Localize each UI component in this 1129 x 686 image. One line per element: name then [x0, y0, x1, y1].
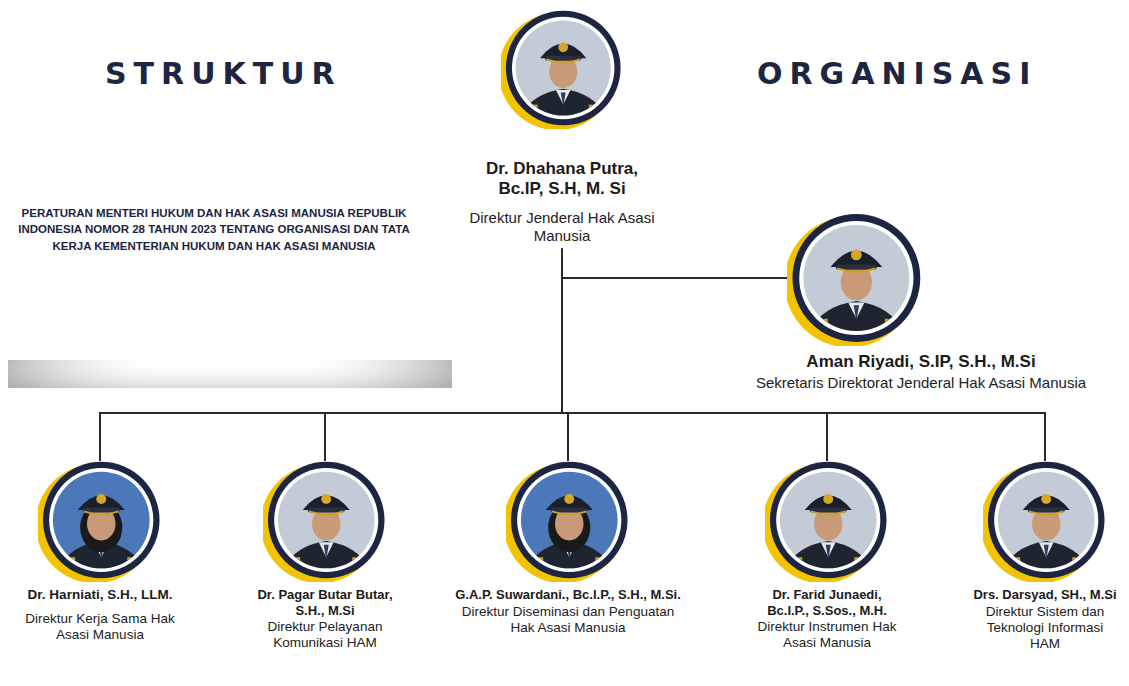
position-title: Direktur Sistem dan Teknologi Informasi … [970, 604, 1120, 653]
portrait-frame [765, 458, 889, 582]
portrait-photo [983, 458, 1107, 582]
person-node: Dr. Harniati, S.H., LLM. Direktur Kerja S… [10, 458, 190, 644]
position-title: Direktur Kerja Sama Hak Asasi Manusia [15, 611, 185, 643]
portrait-frame [263, 458, 387, 582]
portrait-frame [38, 458, 162, 582]
portrait-circle [983, 458, 1107, 582]
shade-bar [8, 360, 452, 388]
position-title: Direktur Instrumen Hak Asasi Manusia [752, 619, 902, 651]
person-name: Dr. Farid Junaedi, Bc.I.P., S.Sos., M.H. [752, 587, 902, 618]
portrait-photo [787, 210, 923, 346]
portrait-frame [506, 458, 630, 582]
person-node: Dr. Dhahana Putra, Bc.IP, S.H, M. Si Dire… [392, 7, 732, 245]
position-title: Direktur Pelayanan Komunikasi HAM [250, 619, 400, 651]
title-word: ORGANISASI [757, 56, 1037, 91]
person-name: G.A.P. Suwardani., Bc.I.P., S.H., M.Si. [448, 587, 688, 603]
portrait-circle [263, 458, 387, 582]
position-title: Direktur Diseminasi dan Penguatan Hak As… [448, 604, 688, 636]
portrait-circle [787, 210, 923, 346]
connector-line [100, 249, 562, 461]
connector-line [562, 249, 790, 278]
portrait-frame [501, 7, 623, 129]
shade-bar [8, 360, 452, 388]
position-title: Direktur Jenderal Hak Asasi Manusia [462, 209, 662, 245]
position-title: Sekretaris Direktorat Jenderal Hak Asasi… [731, 374, 1111, 392]
person-node: Dr. Pagar Butar Butar, S.H., M.SiDirektu… [230, 458, 420, 652]
portrait-photo [501, 7, 623, 129]
person-node: Aman Riyadi, S.IP, S.H., M.SiSekretaris … [731, 210, 1111, 392]
portrait-photo [263, 458, 387, 582]
person-node: Dr. Farid Junaedi, Bc.I.P., S.Sos., M.H.… [732, 458, 922, 652]
person-node: Drs. Darsyad, SH., M.SiDirektur Sistem d… [966, 458, 1124, 652]
portrait-photo [506, 458, 630, 582]
person-name: Dr. Harniati, S.H., LLM. [15, 587, 185, 603]
portrait-circle [765, 458, 889, 582]
title-word: STRUKTUR [105, 56, 342, 91]
portrait-circle [506, 458, 630, 582]
person-name: Dr. Dhahana Putra, Bc.IP, S.H, M. Si [462, 159, 662, 200]
portrait-circle [38, 458, 162, 582]
person-name: Aman Riyadi, S.IP, S.H., M.Si [731, 352, 1111, 372]
portrait-photo [38, 458, 162, 582]
portrait-frame [787, 210, 923, 346]
portrait-circle [501, 7, 623, 129]
portrait-frame [983, 458, 1107, 582]
person-name: Dr. Pagar Butar Butar, S.H., M.Si [250, 587, 400, 618]
person-node: G.A.P. Suwardani., Bc.I.P., S.H., M.Si.D… [448, 458, 688, 636]
connector-line [325, 249, 562, 461]
regulation-note: PERATURAN MENTERI HUKUM DAN HAK ASASI MA… [14, 205, 414, 254]
portrait-photo [765, 458, 889, 582]
person-name: Drs. Darsyad, SH., M.Si [970, 587, 1120, 603]
